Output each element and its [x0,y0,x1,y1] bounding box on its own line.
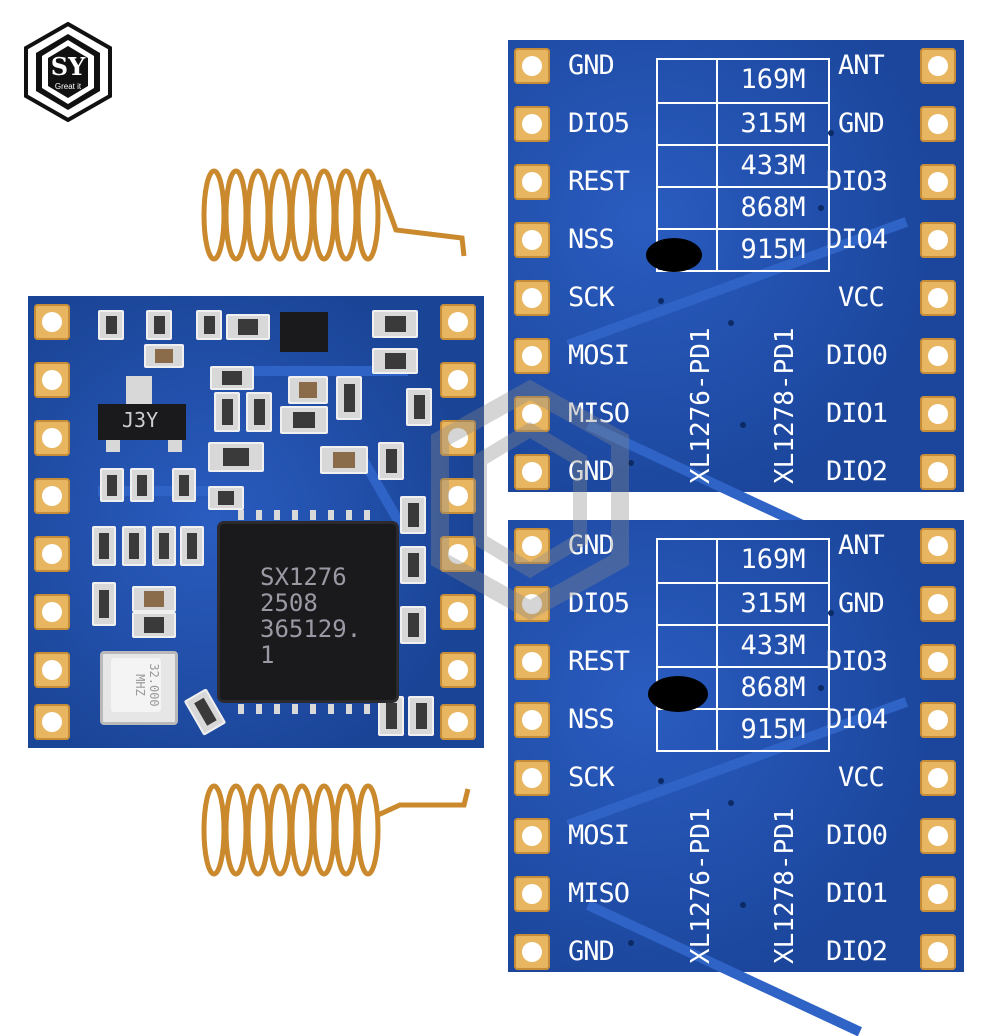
pin-label: ANT [838,530,885,561]
sx1276-chip: SX1276 2508 365129. 1 [220,524,396,700]
model-label-1278: XL1278-PD1 [770,327,800,484]
frequency-169: 169M [740,64,806,95]
brand-logo: SY Great it [22,21,114,123]
pin-label: VCC [838,762,885,793]
pin-label: DIO5 [568,588,630,619]
pin-label: DIO0 [826,820,888,851]
pin-label: GND [568,936,615,967]
pcb-back-top: 169M 315M 433M 868M 915M XL1276-PD1 XL12… [508,40,964,557]
model-label-1276: XL1276-PD1 [686,807,716,964]
frequency-table: 169M 315M 433M 868M 915M [656,58,830,272]
pcb-back-bottom: 169M 315M 433M 868M 915M XL1276-PD1 XL12… [508,520,964,1036]
frequency-315: 315M [718,102,828,144]
regulator-label: J3Y [122,408,159,432]
frequency-table: 169M 315M 433M 868M 915M [656,538,830,752]
pin-label: DIO4 [826,224,888,255]
chip-line-3: 365129. [260,615,362,643]
pcb-front: J3Y SX1276 2508 365129. 1 [28,296,484,748]
pin-label: DIO0 [826,340,888,371]
frequency-868: 868M [718,186,828,228]
pin-label: DIO3 [826,166,888,197]
chip-line-2: 2508 [260,589,318,617]
logo-tagline: Great it [54,82,82,91]
crystal-oscillator: 32.000 MHZ [100,651,178,725]
pin-label: NSS [568,224,615,255]
pin-label: REST [568,646,630,677]
transistor-chip [280,312,328,352]
chip-line-1: SX1276 [260,563,347,591]
pin-label: MOSI [568,340,630,371]
pin-label: REST [568,166,630,197]
watermark-logo [431,380,629,620]
chip-line-4: 1 [260,641,275,669]
pin-label: SCK [568,762,615,793]
pin-label: GND [568,50,615,81]
antenna-coil-top [201,168,467,262]
model-label-1276: XL1276-PD1 [686,327,716,484]
pin-label: GND [838,108,885,139]
pin-label: DIO2 [826,936,888,967]
frequency-433: 433M [718,144,828,186]
pin-label: DIO3 [826,646,888,677]
pin-label: SCK [568,282,615,313]
pin-label: GND [568,530,615,561]
pin-label: DIO1 [826,878,888,909]
pin-label: NSS [568,704,615,735]
logo-letters: SY [50,52,86,81]
frequency-315: 315M [718,582,828,624]
pin-label: DIO4 [826,704,888,735]
pin-label: MISO [568,398,630,429]
frequency-433: 433M [718,624,828,666]
frequency-915: 915M [718,228,828,270]
pin-label: DIO5 [568,108,630,139]
antenna-coil-bottom [201,783,471,877]
pin-label: GND [568,456,615,487]
frequency-868: 868M [718,666,828,708]
pin-label: ANT [838,50,885,81]
brand-logo-hexagon [24,21,112,123]
pin-label: MOSI [568,820,630,851]
frequency-915: 915M [718,708,828,750]
pin-label: DIO1 [826,398,888,429]
frequency-marker [648,676,708,712]
pin-label: DIO2 [826,456,888,487]
crystal-label: 32.000 MHZ [111,658,161,712]
pin-label: VCC [838,282,885,313]
pin-label: MISO [568,878,630,909]
model-label-1278: XL1278-PD1 [770,807,800,964]
frequency-169: 169M [740,544,806,575]
voltage-regulator: J3Y [98,404,186,440]
frequency-marker [646,238,702,272]
pin-label: GND [838,588,885,619]
